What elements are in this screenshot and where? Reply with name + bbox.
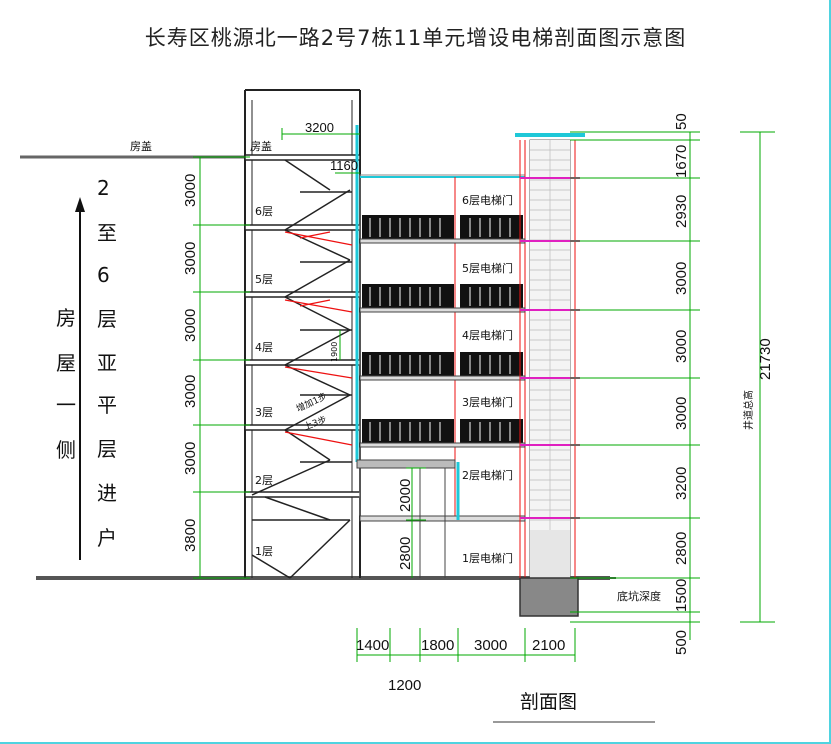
svg-text:1670: 1670 <box>673 145 690 178</box>
left-dimension-chain <box>193 156 250 579</box>
door-label-6: 6层电梯门 <box>462 193 513 207</box>
landing-frame <box>419 468 446 578</box>
stair-flights <box>251 159 352 579</box>
total-label: 井道总高 <box>742 390 755 430</box>
svg-text:2100: 2100 <box>532 637 565 654</box>
svg-text:屋: 屋 <box>56 351 76 375</box>
svg-text:3000: 3000 <box>673 262 690 295</box>
door-label-1: 1层电梯门 <box>462 551 513 565</box>
section-caption: 剖面图 <box>520 691 577 713</box>
svg-text:房: 房 <box>56 306 76 330</box>
svg-text:1800: 1800 <box>421 637 454 654</box>
svg-text:3000: 3000 <box>474 637 507 654</box>
elevator-pit <box>519 577 579 617</box>
drawing-title: 长寿区桃源北一路2号7栋11单元增设电梯剖面图示意图 <box>144 26 687 50</box>
right-dimension-values: 50 1670 2930 3000 3000 3000 3200 2800 15… <box>617 113 774 655</box>
floor-label-3: 3层 <box>255 406 273 419</box>
pit-label: 底坑深度 <box>617 589 661 603</box>
door-label-3: 3层电梯门 <box>462 395 513 409</box>
railing-hatching <box>369 218 511 441</box>
svg-text:户: 户 <box>97 526 117 550</box>
total-dim: 21730 <box>757 338 774 380</box>
svg-text:1500: 1500 <box>673 579 690 612</box>
door-label-4: 4层电梯门 <box>462 328 513 342</box>
dim-roof-width: 3200 <box>305 120 334 135</box>
svg-text:亚: 亚 <box>97 351 117 375</box>
svg-text:3000: 3000 <box>182 174 199 207</box>
floor-label-6: 6层 <box>255 205 273 218</box>
svg-text:50: 50 <box>673 113 690 130</box>
side-note: 房 屋 一 侧 2 至 6 层 亚 平 层 进 户 <box>56 176 117 560</box>
svg-text:层: 层 <box>97 437 117 461</box>
svg-text:2930: 2930 <box>673 195 690 228</box>
svg-text:2800: 2800 <box>673 532 690 565</box>
svg-text:2: 2 <box>97 176 110 200</box>
door-label-5: 5层电梯门 <box>462 261 513 275</box>
svg-text:进: 进 <box>97 481 117 505</box>
dim-corridor: 1160 <box>330 158 358 173</box>
svg-text:一: 一 <box>56 393 76 417</box>
left-dimension-values: 3000 3000 3000 3000 3000 3800 <box>182 174 199 552</box>
floor-labels: 房盖 6层 5层 4层 3层 2层 1层 <box>250 139 273 558</box>
top-dimensions <box>281 128 360 174</box>
bottom-dimension-values: 1400 1800 3000 2100 1200 <box>356 637 565 694</box>
stair-note-1: 增加1步 <box>294 390 329 415</box>
inner-dimensions <box>339 330 426 578</box>
svg-text:3000: 3000 <box>673 397 690 430</box>
svg-text:3000: 3000 <box>673 330 690 363</box>
svg-text:至: 至 <box>97 221 117 245</box>
door-label-2: 2层电梯门 <box>462 468 513 482</box>
floor-label-1: 1层 <box>255 545 273 558</box>
svg-text:侧: 侧 <box>56 438 76 462</box>
stair-modification-lines <box>284 231 353 446</box>
svg-text:3000: 3000 <box>182 442 199 475</box>
svg-text:1400: 1400 <box>356 637 389 654</box>
right-dimension-chain <box>570 131 775 640</box>
floor-label-4: 4层 <box>255 341 273 354</box>
svg-text:3800: 3800 <box>182 519 199 552</box>
svg-text:6: 6 <box>97 263 110 287</box>
svg-text:3200: 3200 <box>673 467 690 500</box>
dim-2000: 2000 <box>397 479 414 512</box>
elevator-door-labels: 6层电梯门 5层电梯门 4层电梯门 3层电梯门 2层电梯门 1层电梯门 <box>462 193 513 565</box>
bottom-dimensions <box>356 628 576 662</box>
floor-label-2: 2层 <box>255 474 273 487</box>
svg-text:层: 层 <box>97 307 117 331</box>
svg-text:500: 500 <box>673 630 690 655</box>
svg-text:3000: 3000 <box>182 242 199 275</box>
svg-text:3000: 3000 <box>182 375 199 408</box>
roof-label: 房盖 <box>130 139 152 153</box>
roof-stair-label: 房盖 <box>250 139 272 153</box>
dim-2800: 2800 <box>397 537 414 570</box>
svg-text:3000: 3000 <box>182 309 199 342</box>
note-1900: 1900 <box>330 342 339 362</box>
svg-text:平: 平 <box>97 393 117 417</box>
floor-label-5: 5层 <box>255 273 273 286</box>
bottom-dim-lower: 1200 <box>388 677 421 694</box>
